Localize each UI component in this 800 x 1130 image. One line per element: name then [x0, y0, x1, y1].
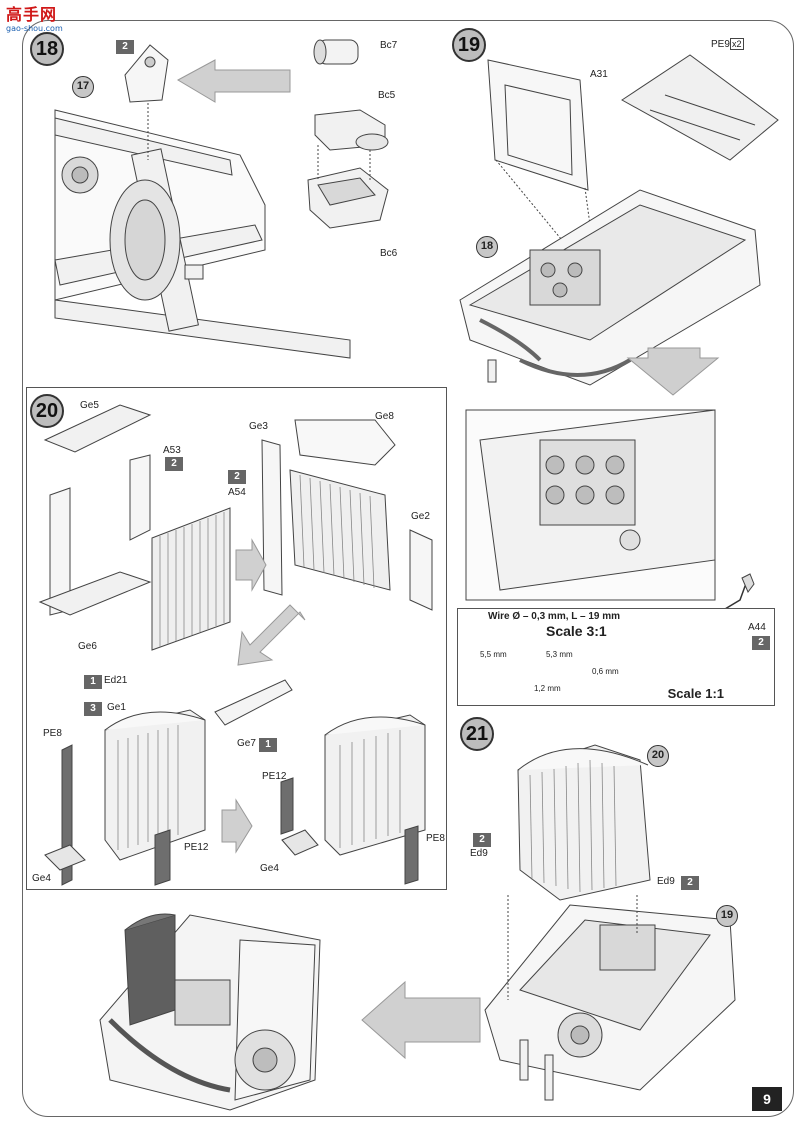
scale-1-1-label: Scale 1:1 [667, 686, 724, 701]
step18-chassis-drawing [54, 75, 351, 359]
part-pe12-left: PE12 [184, 842, 209, 853]
bc-parts [307, 39, 389, 229]
step-number-19: 19 [452, 28, 486, 62]
wire-dim-1: 5,5 mm [480, 650, 507, 659]
a44-qty-badge: 2 [752, 636, 770, 650]
part-pe8-left: PE8 [43, 728, 62, 739]
part-ge6: Ge6 [78, 641, 97, 652]
watermark-title: 高手网 [6, 5, 58, 24]
ref-step-17: 17 [72, 76, 94, 98]
step20-radiator-drawing [38, 404, 433, 886]
ref-step-20: 20 [647, 745, 669, 767]
step19-panel-drawing [487, 59, 591, 246]
wire-dim-3: 0,6 mm [592, 667, 619, 676]
ed9-right-qty-badge: 2 [681, 876, 699, 890]
watermark-logo: 高手网 gao-shou.com [6, 6, 76, 36]
part-ge7: Ge7 [237, 738, 256, 749]
wire-scale-label: Scale 3:1 [546, 623, 607, 639]
wire-dim-4: 1,2 mm [534, 684, 561, 693]
step-number-18: 18 [30, 32, 64, 66]
wire-spec-text: Wire Ø – 0,3 mm, L – 19 mm [488, 611, 621, 622]
part-ge2: Ge2 [411, 511, 430, 522]
part-bc6: Bc6 [380, 248, 398, 259]
ge1-qty-badge: 3 [84, 702, 102, 716]
part-ge4-left: Ge4 [32, 873, 51, 884]
part-a53: A53 [163, 445, 181, 456]
step20-frame [26, 387, 447, 890]
part-pe9-qty: x2 [730, 38, 744, 50]
step-number-20: 20 [30, 394, 64, 428]
part-bc7: Bc7 [380, 40, 398, 51]
page-number: 9 [752, 1087, 782, 1111]
part-ge1: Ge1 [107, 702, 126, 713]
ge3-qty-badge: 2 [228, 470, 246, 484]
ed9-left-qty-badge: 2 [473, 833, 491, 847]
part-a44: A44 [748, 622, 766, 633]
part-ge5: Ge5 [80, 400, 99, 411]
step19-pe9-plate [621, 54, 779, 161]
step19-down-arrow [626, 347, 720, 396]
wire-dim-2: 5,3 mm [546, 650, 573, 659]
part-pe8-right: PE8 [426, 833, 445, 844]
part-a31: A31 [590, 69, 608, 80]
part-ed9-left: Ed9 [470, 848, 488, 859]
ref-step-19: 19 [716, 905, 738, 927]
step19-chassis-drawing [459, 189, 761, 386]
part-ed9-right: Ed9 [657, 876, 675, 887]
step18-bracket-part [124, 44, 169, 103]
step21-left-arrow [361, 980, 481, 1060]
part-ge8: Ge8 [375, 411, 394, 422]
wire-spec-box: Wire Ø – 0,3 mm, L – 19 mm Scale 3:1 5,5… [457, 608, 775, 706]
final-assembly-drawing [99, 913, 321, 1111]
part-pe12-right: PE12 [262, 771, 287, 782]
step18-qty-badge: 2 [116, 40, 134, 54]
step18-arrow [176, 59, 291, 103]
ref-step-18: 18 [476, 236, 498, 258]
step-number-21: 21 [460, 717, 494, 751]
wire-detail-drawing [465, 409, 755, 642]
watermark-url: gao-shou.com [6, 24, 63, 33]
ed21-qty-badge: 1 [84, 675, 102, 689]
part-ge3: Ge3 [249, 421, 268, 432]
ge7-qty-badge: 1 [259, 738, 277, 752]
part-a54: A54 [228, 487, 246, 498]
step21-assembly-drawing [484, 744, 736, 1101]
part-ed21: Ed21 [104, 675, 128, 686]
a53-qty-badge: 2 [165, 457, 183, 471]
part-ge4-right: Ge4 [260, 863, 279, 874]
part-bc5: Bc5 [378, 90, 396, 101]
part-pe9: PE9 [711, 39, 730, 50]
